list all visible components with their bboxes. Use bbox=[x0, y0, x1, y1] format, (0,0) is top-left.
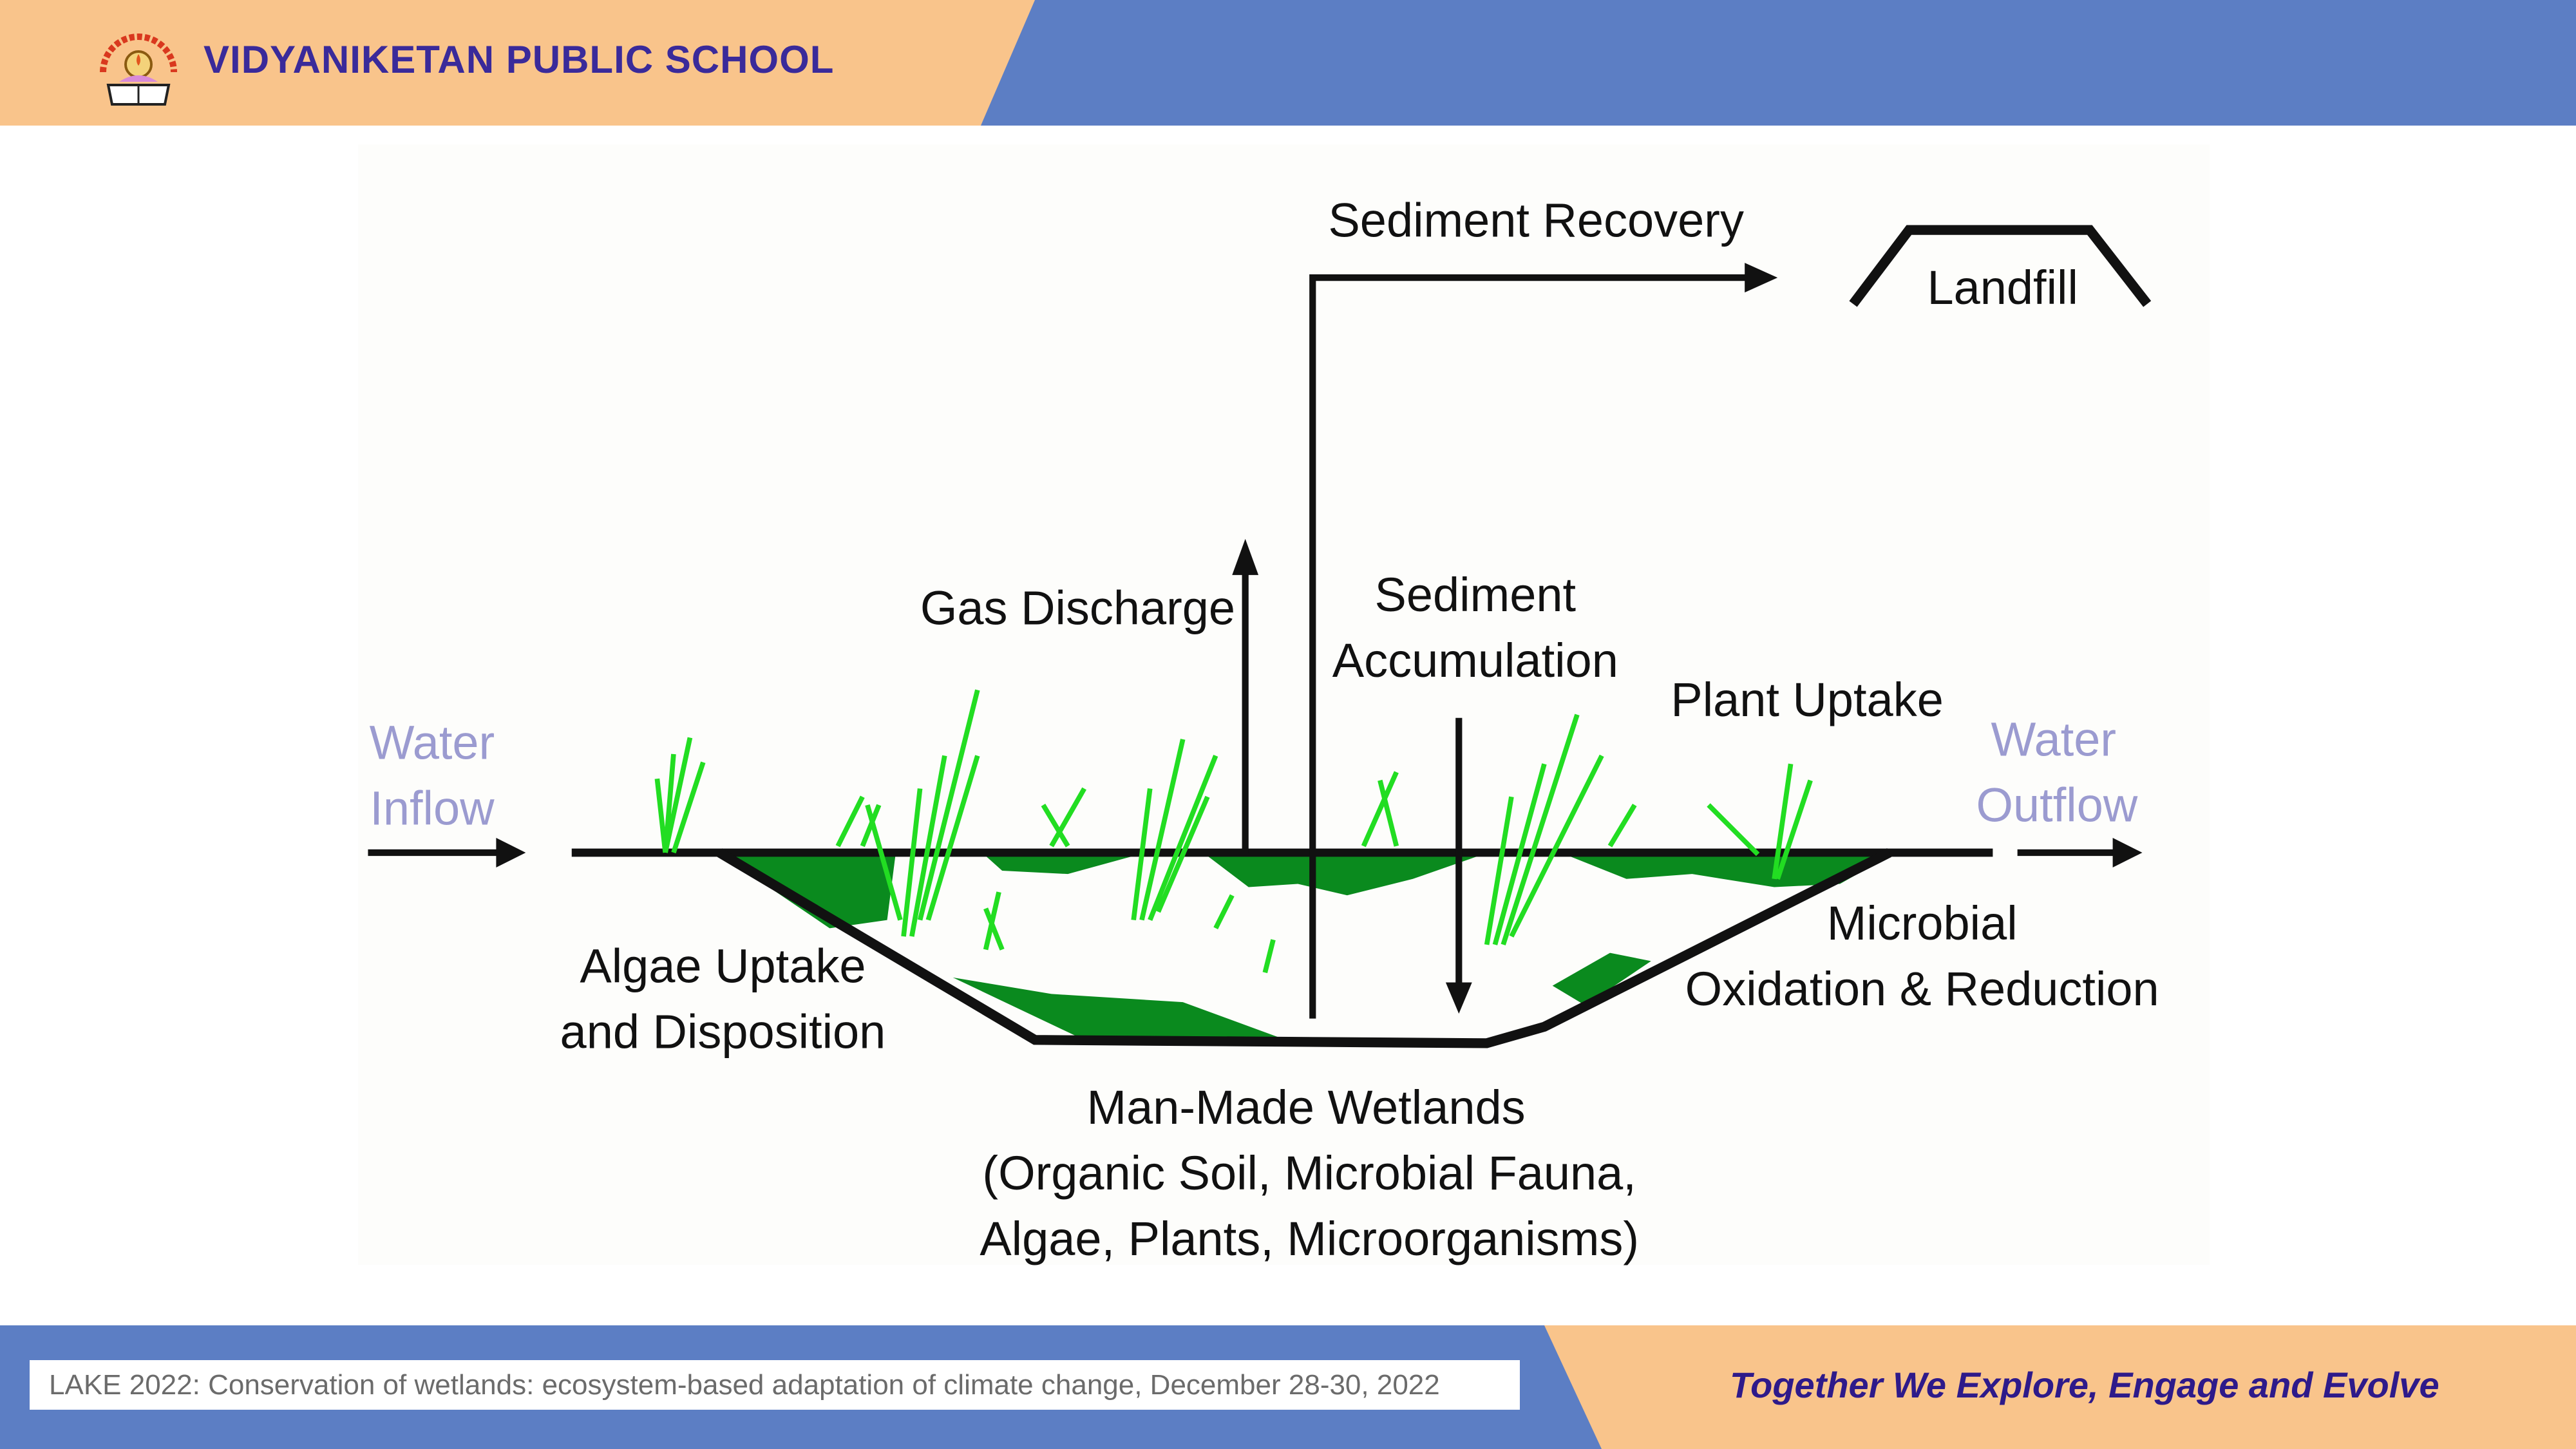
flow-arrows bbox=[368, 225, 2152, 1019]
conference-box: LAKE 2022: Conservation of wetlands: eco… bbox=[30, 1360, 1520, 1410]
water-outflow-label: Outflow bbox=[1976, 779, 2137, 832]
wetlands-label: (Organic Soil, Microbial Fauna, bbox=[982, 1146, 1636, 1200]
wetlands-label: Algae, Plants, Microorganisms) bbox=[980, 1212, 1639, 1265]
sediment-accumulation-label: Accumulation bbox=[1332, 634, 1618, 687]
school-emblem-icon bbox=[100, 33, 177, 106]
wetlands-label: Man-Made Wetlands bbox=[1087, 1081, 1526, 1134]
sediment-recovery-label: Sediment Recovery bbox=[1328, 193, 1743, 247]
water-inflow-label: Water bbox=[370, 716, 495, 770]
tagline: Together We Explore, Engage and Evolve bbox=[1730, 1365, 2439, 1405]
microbial-label: Microbial bbox=[1827, 896, 2018, 950]
diagram-background bbox=[358, 144, 2210, 1265]
conference-text: LAKE 2022: Conservation of wetlands: eco… bbox=[49, 1368, 1440, 1401]
water-inflow-label: Inflow bbox=[370, 782, 495, 835]
algae-uptake-label: Algae Uptake bbox=[580, 940, 866, 993]
school-name: VIDYANIKETAN PUBLIC SCHOOL bbox=[204, 38, 835, 81]
water-outflow-label: Water bbox=[1991, 712, 2117, 766]
landfill-label: Landfill bbox=[1927, 261, 2078, 314]
microbial-label: Oxidation & Reduction bbox=[1685, 962, 2159, 1016]
plants bbox=[654, 689, 1813, 974]
sediment-patches bbox=[723, 856, 1889, 1040]
sediment-accumulation-label: Sediment bbox=[1375, 568, 1577, 621]
algae-uptake-label: and Disposition bbox=[560, 1005, 886, 1059]
gas-discharge-label: Gas Discharge bbox=[920, 581, 1235, 634]
header-blue-band bbox=[981, 0, 2576, 126]
plant-uptake-label: Plant Uptake bbox=[1671, 673, 1944, 726]
